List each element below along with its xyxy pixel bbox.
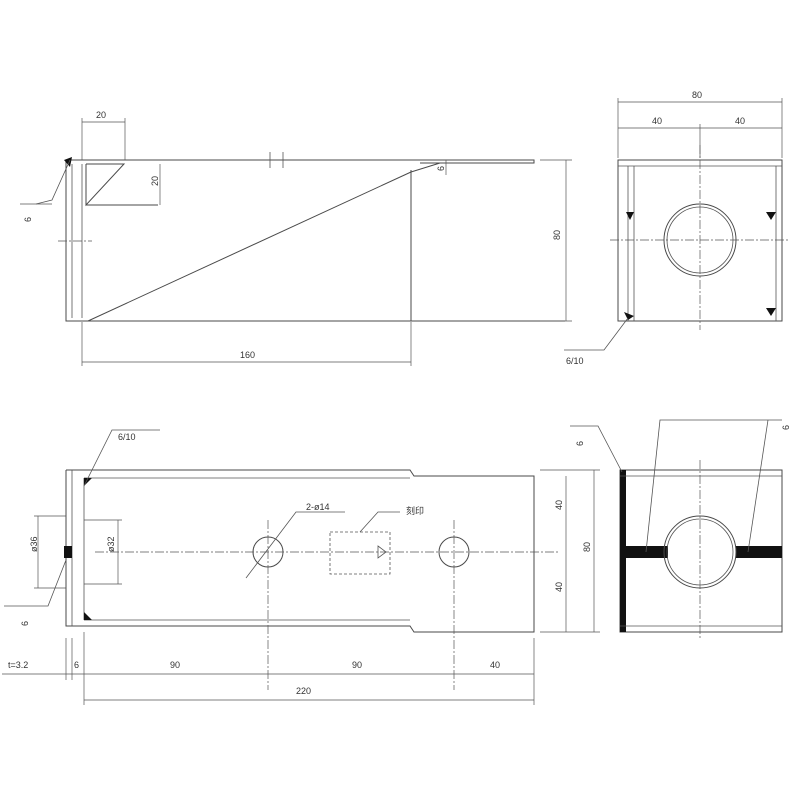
- dim-40-end: 40: [490, 660, 500, 670]
- dim-40-lower: 40: [554, 582, 564, 592]
- dim-90-first: 90: [170, 660, 180, 670]
- dim-dia-36: ø36: [29, 536, 39, 552]
- dim-20-vertical: 20: [150, 176, 160, 186]
- plan-view: 刻印 2-ø14 6/10 ø36 ø32 6 40 40 80 t: [2, 429, 600, 705]
- dim-6: 6: [74, 660, 79, 670]
- end-view-2: 6 6: [570, 419, 791, 640]
- dim-thickness: t=3.2: [8, 660, 28, 670]
- weld-size-right-a: 6: [575, 441, 585, 446]
- dim-90-second: 90: [352, 660, 362, 670]
- dim-160: 160: [240, 350, 255, 360]
- dim-80-plan: 80: [582, 542, 592, 552]
- weld-size-bottom: 6: [20, 621, 30, 626]
- dim-80-width: 80: [692, 90, 702, 100]
- weld-callout-plan: 6/10: [118, 432, 136, 442]
- dim-40-right: 40: [735, 116, 745, 126]
- side-view: 6 20 20 6 160 80: [20, 110, 572, 366]
- weld-size-right-b: 6: [781, 425, 791, 430]
- dim-40-left: 40: [652, 116, 662, 126]
- stamp-mark-label: 刻印: [406, 505, 424, 516]
- end-view: 80 40 40 6/10: [564, 90, 790, 366]
- weld-size-label: 6: [23, 217, 33, 222]
- dim-80-height: 80: [552, 230, 562, 240]
- weld-callout-side: 6/10: [566, 356, 584, 366]
- dim-6-thickness: 6: [436, 166, 446, 171]
- dim-40-upper: 40: [554, 500, 564, 510]
- dim-dia-32: ø32: [106, 536, 116, 552]
- dim-220: 220: [296, 686, 311, 696]
- dim-20-horizontal: 20: [96, 110, 106, 120]
- hole-callout: 2-ø14: [306, 502, 330, 512]
